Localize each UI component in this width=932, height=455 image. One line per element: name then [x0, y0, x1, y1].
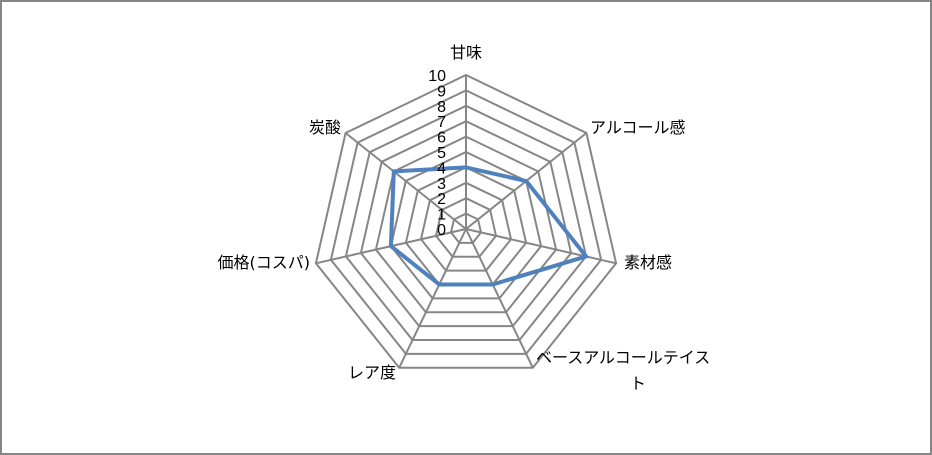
- grid-ring: [434, 197, 498, 258]
- tick-label: 1: [437, 207, 446, 224]
- grid-ring: [389, 150, 543, 300]
- category-label-price: 価格(コスパ): [218, 253, 311, 272]
- tick-label: 9: [437, 83, 446, 100]
- category-label-ingredient: 素材感: [624, 253, 672, 272]
- grid-ring: [329, 89, 603, 355]
- tick-label: 6: [437, 130, 446, 147]
- tick-label: 0: [437, 222, 446, 239]
- axis-spoke: [344, 132, 467, 230]
- category-label-carbonation: 炭酸: [309, 118, 341, 137]
- tick-label: 3: [437, 176, 446, 193]
- grid-ring: [344, 104, 588, 341]
- tick-label: 4: [437, 160, 446, 177]
- tick-label: 7: [437, 114, 446, 131]
- data-series-polygon: [388, 165, 590, 287]
- category-label-base-alcohol-taste: ベースアルコールテイス: [536, 348, 710, 367]
- tick-label: 8: [437, 99, 446, 116]
- tick-label: 5: [437, 145, 446, 162]
- axis-spoke: [465, 228, 617, 265]
- grid-ring: [374, 135, 558, 314]
- radar-grid: [314, 73, 618, 369]
- category-label-base-alcohol-taste-line2: ト: [630, 374, 646, 393]
- category-label-rarity: レア度: [348, 363, 396, 382]
- tick-label: 10: [428, 68, 446, 85]
- category-label-alcohol: アルコール感: [590, 118, 686, 137]
- axis-spoke: [398, 228, 467, 369]
- axis-spoke: [465, 228, 534, 369]
- grid-ring: [419, 181, 513, 272]
- grid-ring: [449, 212, 483, 244]
- category-label-sweetness: 甘味: [450, 43, 482, 62]
- grid-ring: [359, 120, 573, 328]
- grid-ring: [314, 73, 618, 369]
- radar-spokes: [315, 75, 617, 369]
- tick-label: 2: [437, 191, 446, 208]
